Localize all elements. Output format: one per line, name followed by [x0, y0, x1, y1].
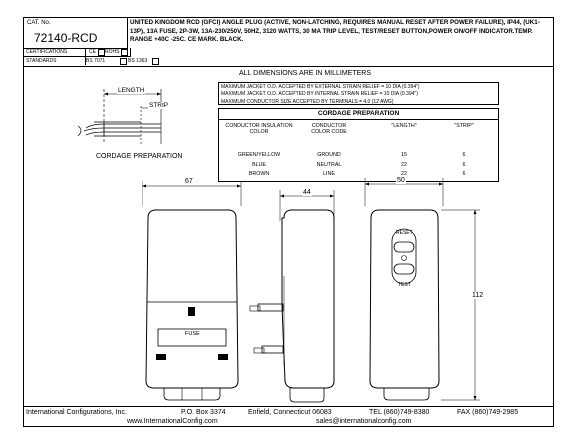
city: Enfield, Connecticut 06083 — [248, 409, 332, 416]
table-cell: GREEN/YELLOW — [237, 152, 281, 158]
spec-line: MAXIMUM JACKET O.D. ACCEPTED BY INTERNAL… — [221, 91, 418, 98]
cert-rohs: ROHS — [105, 49, 120, 55]
standards-label: STANDARDS — [26, 58, 57, 64]
table-cell: 6 — [462, 152, 466, 158]
company-name: International Configurations, Inc. — [26, 409, 127, 416]
table-cell: GROUND — [317, 152, 341, 158]
table-cell: 22 — [401, 162, 407, 168]
col-header-insulation: CONDUCTOR INSULATION COLOR — [225, 123, 293, 135]
spec-line: MAXIMUM JACKET O.D. ACCEPTED BY EXTERNAL… — [221, 84, 420, 90]
table-cell: BLUE — [252, 162, 266, 168]
divider — [85, 48, 86, 65]
footer: International Configurations, Inc. P.O. … — [24, 406, 553, 427]
dim-width-total: 67 — [184, 178, 194, 185]
cordage-table: CORDAGE PREPARATION CONDUCTOR INSULATION… — [218, 108, 499, 182]
std-bs1363: BS 1363 — [128, 58, 148, 64]
std-bs1363-checkbox-icon — [152, 58, 159, 65]
table-cell: BROWN — [248, 171, 270, 177]
col-header-strip: "STRIP" — [454, 123, 474, 129]
cert-ce: CE — [89, 49, 96, 55]
side-view-drawing — [249, 190, 335, 403]
website-link[interactable]: www.InternationalConfig.com — [127, 418, 218, 425]
col-header-length: "LENGTH" — [391, 123, 417, 129]
fax: FAX (860)749-2985 — [457, 409, 519, 416]
dim-depth: 44 — [302, 189, 312, 196]
strip-label: STRIP — [148, 102, 170, 109]
cert-ce-checkbox-icon — [98, 49, 105, 56]
phone: TEL (860)749-8380 — [369, 409, 430, 416]
dim-height: 112 — [471, 292, 485, 299]
col-header-code: CONDUCTOR COLOR CODE — [311, 123, 347, 135]
right-view-drawing — [364, 178, 480, 401]
drawing-sheet: CAT. No. 72140-RCD UNITED KINGDOM RCD (G… — [23, 17, 554, 427]
po-box: P.O. Box 3374 — [181, 409, 226, 416]
length-label: LENGTH — [117, 87, 146, 94]
test-label: TEST — [398, 282, 411, 288]
std-bs7071-checkbox-icon — [120, 58, 127, 65]
table-cell: NEUTRAL — [316, 162, 342, 168]
table-cell: LINE — [323, 171, 335, 177]
table-cell: 6 — [462, 171, 466, 177]
standards-row: STANDARDS BS 7071 BS 1363 — [24, 57, 174, 65]
dim-side-width: 50 — [396, 177, 406, 184]
std-bs7071: BS 7071 — [86, 58, 106, 64]
table-cell: 6 — [462, 162, 466, 168]
cordage-drawing — [77, 89, 162, 144]
title-block: CAT. No. 72140-RCD UNITED KINGDOM RCD (G… — [24, 18, 553, 67]
front-view-drawing — [142, 181, 242, 401]
fuse-label: FUSE — [185, 331, 200, 337]
table-caption: CORDAGE PREPARATION — [219, 109, 498, 120]
cat-number: 72140-RCD — [34, 31, 98, 45]
certifications-row: CERTIFICATIONS CE ROHS — [24, 48, 131, 57]
certifications-label: CERTIFICATIONS — [26, 49, 68, 55]
cat-label: CAT. No. — [27, 20, 51, 26]
spec-line: MAXIMUM CONDUCTOR SIZE ACCEPTED BY TERMI… — [221, 98, 394, 105]
units-notice: ALL DIMENSIONS ARE IN MILLIMETERS — [239, 70, 371, 77]
table-cell: 15 — [401, 152, 407, 158]
email-link[interactable]: sales@internationalconfig.com — [316, 418, 412, 425]
table-cell: 22 — [401, 171, 407, 177]
cordage-drawing-label: CORDAGE PREPARATION — [96, 153, 183, 160]
cert-rohs-checkbox-icon — [121, 49, 128, 56]
spec-box: MAXIMUM JACKET O.D. ACCEPTED BY EXTERNAL… — [218, 82, 499, 105]
catalog-box: CAT. No. 72140-RCD — [24, 18, 128, 49]
product-description: UNITED KINGDOM RCD (GFCI) ANGLE PLUG (AC… — [130, 19, 540, 44]
reset-label: RESET — [396, 230, 413, 236]
